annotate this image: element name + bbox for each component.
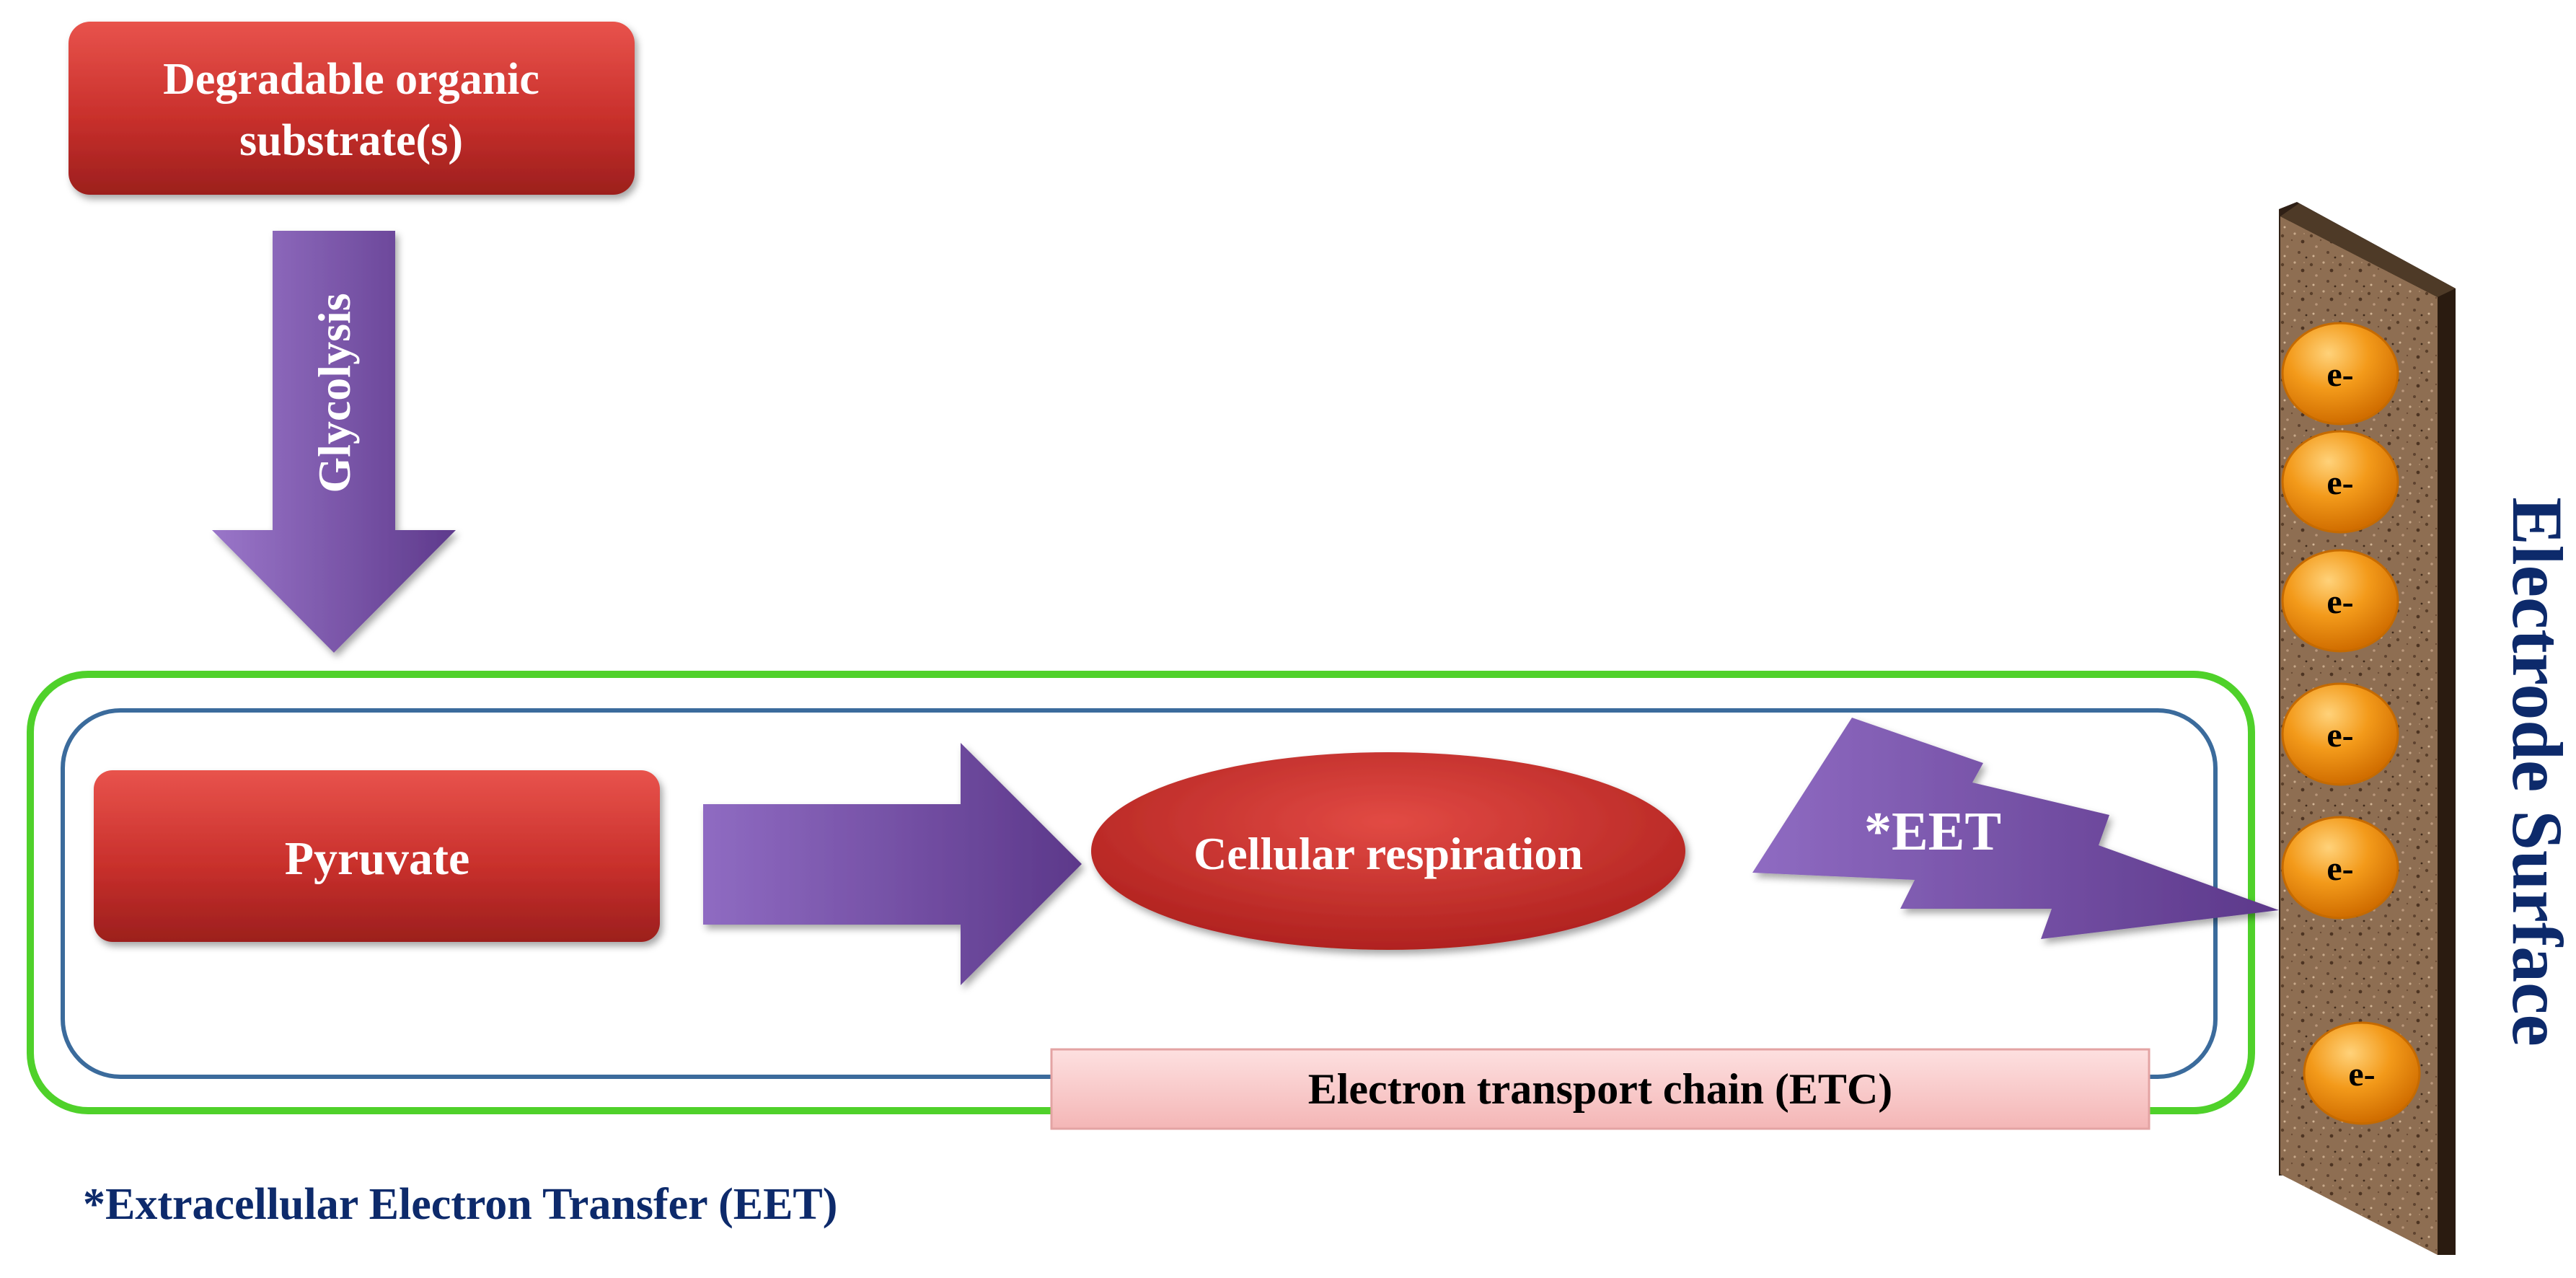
- electron-3: e-: [2281, 549, 2399, 653]
- pyruvate-box: Pyruvate: [94, 770, 660, 942]
- eet-lightning-arrow: *EET: [1752, 718, 2279, 939]
- substrate-label-line1: Degradable organic: [163, 55, 539, 104]
- respiration-label: Cellular respiration: [1194, 828, 1583, 879]
- electron-label: e-: [2348, 1055, 2375, 1093]
- eet-footnote: *Extracellular Electron Transfer (EET): [83, 1180, 837, 1229]
- cellular-respiration-node: Cellular respiration: [1091, 752, 1685, 950]
- electron-4: e-: [2281, 682, 2399, 786]
- electron-label: e-: [2326, 716, 2353, 754]
- eet-label: *EET: [1864, 801, 2001, 862]
- electron-1: e-: [2281, 322, 2399, 426]
- substrate-box: Degradable organic substrate(s): [69, 22, 635, 195]
- substrate-label-line2: substrate(s): [239, 116, 463, 165]
- electron-label: e-: [2326, 356, 2353, 394]
- etc-label: Electron transport chain (ETC): [1308, 1065, 1893, 1113]
- electron-label: e-: [2326, 583, 2353, 621]
- electron-label: e-: [2326, 850, 2353, 888]
- electrode-surface-label: Electrode Surface: [2497, 497, 2576, 1046]
- pyruvate-to-respiration-arrow: [703, 743, 1082, 985]
- pyruvate-label: Pyruvate: [285, 832, 470, 885]
- electron-5: e-: [2281, 816, 2399, 920]
- etc-box: Electron transport chain (ETC): [1050, 1048, 2151, 1130]
- glycolysis-label: Glycolysis: [309, 293, 360, 493]
- electron-6: e-: [2303, 1021, 2421, 1125]
- electron-2: e-: [2281, 430, 2399, 534]
- glycolysis-arrow: Glycolysis: [212, 231, 456, 653]
- electron-label: e-: [2326, 464, 2353, 502]
